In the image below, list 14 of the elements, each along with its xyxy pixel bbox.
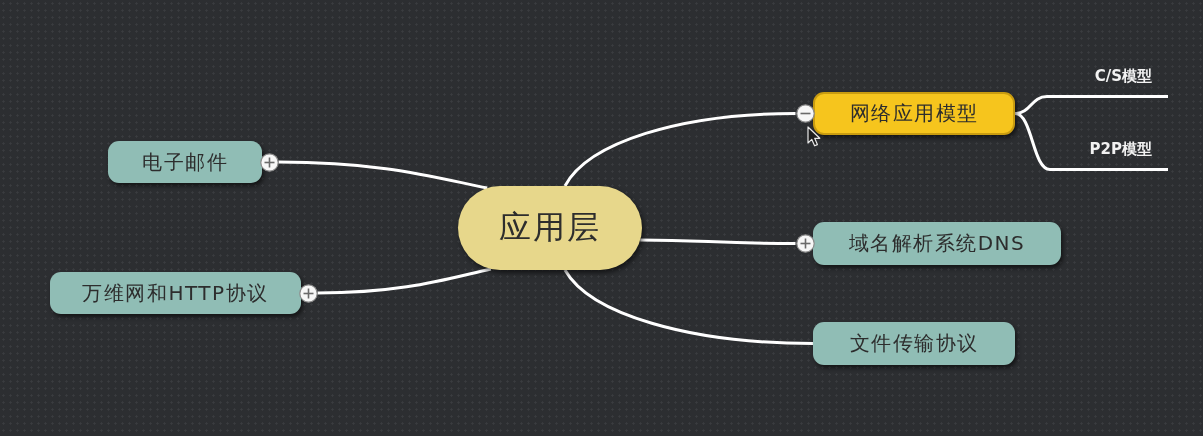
branch-line — [1014, 112, 1051, 171]
topic-box: 万维网和HTTP协议 — [50, 272, 301, 314]
topic-box: 域名解析系统DNS — [813, 222, 1061, 265]
branch-line — [563, 112, 796, 187]
branch-line — [640, 238, 796, 245]
subtopic-label: P2P模型 — [1050, 137, 1168, 171]
subtopic-label: C/S模型 — [1047, 64, 1168, 98]
central-topic: 应用层 — [458, 186, 642, 270]
branch-line — [278, 160, 488, 190]
topic-box: 文件传输协议 — [813, 322, 1015, 365]
topic-box: 电子邮件 — [108, 141, 262, 183]
branch-line — [563, 269, 814, 345]
branch-line — [317, 267, 492, 295]
topic-box: 网络应用模型 — [813, 92, 1015, 135]
